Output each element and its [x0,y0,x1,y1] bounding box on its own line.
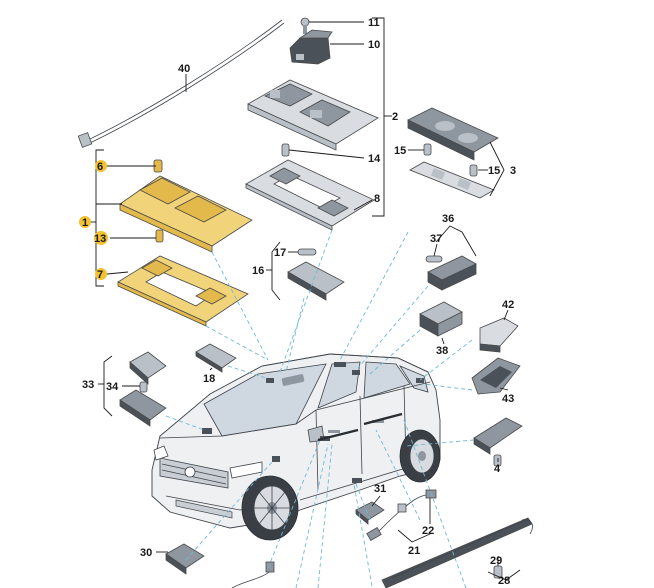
callout-10: 10 [368,39,380,51]
callout-7-highlight [95,268,107,280]
callout-6: 6 [97,161,103,173]
bulb-17 [297,248,317,256]
callout-8: 8 [374,193,380,205]
reading-light-16 [287,261,345,301]
bulb-34 [139,381,148,393]
callout-7: 7 [97,269,103,281]
callout-1-highlight [79,216,91,228]
lens-3 [409,161,495,199]
callout-6-highlight [95,160,107,172]
callout-40: 40 [178,63,190,75]
callout-3: 3 [510,165,516,177]
lamp-43 [471,357,521,395]
callout-33: 33 [82,379,94,391]
sensor-unit-10 [289,29,333,65]
callout-30: 30 [140,547,152,559]
cable-bottom [231,561,275,588]
rear-console-3 [407,107,499,161]
location-lines [165,229,475,588]
callout-4: 4 [494,463,501,475]
lamp-30 [165,543,205,575]
bulb-14 [281,143,290,157]
callout-17: 17 [274,247,286,259]
lamp-42 [479,317,519,353]
callout-28: 28 [498,575,510,587]
lamp-36 [427,255,477,291]
callout-43: 43 [502,393,514,405]
bulb-13 [155,229,164,243]
lamp-33 [129,351,167,385]
callout-34: 34 [106,381,119,393]
lamp-18 [195,343,237,373]
callout-29: 29 [490,555,502,567]
strip-28 [381,517,533,588]
callout-36: 36 [442,213,454,225]
callout-31: 31 [374,483,386,495]
callout-1: 1 [82,217,88,229]
callout-21: 21 [408,545,420,557]
roof-console-2 [247,79,379,151]
cable-40 [77,19,285,148]
bulb-15a [423,143,432,156]
callout-14: 14 [368,153,381,165]
callout-13: 13 [94,233,106,245]
callout-2: 2 [392,111,398,123]
callout-15b: 15 [488,165,500,177]
callout-11: 11 [368,17,380,29]
callout-38: 38 [436,345,448,357]
vehicle-suv [151,353,441,541]
bulb-37 [425,255,443,263]
callout-labels: 11 10 40 2 14 8 15 15 3 6 1 13 7 17 16 3… [79,17,516,587]
bulb-15b [469,164,478,177]
screw-11 [300,17,310,34]
lamp-38 [419,301,463,337]
callout-13-highlight [94,231,108,245]
callout-18: 18 [203,373,215,385]
lamp-4 [473,417,523,467]
frame-8 [245,159,375,231]
callout-16: 16 [252,265,264,277]
callout-42: 42 [502,299,514,311]
frame-7 [117,255,249,327]
callout-22: 22 [422,525,434,537]
callout-15a: 15 [394,145,406,157]
lamp-33b [119,389,167,427]
roof-console-highlighted [119,175,253,253]
leader-lines [88,17,521,581]
callout-37: 37 [430,233,442,245]
